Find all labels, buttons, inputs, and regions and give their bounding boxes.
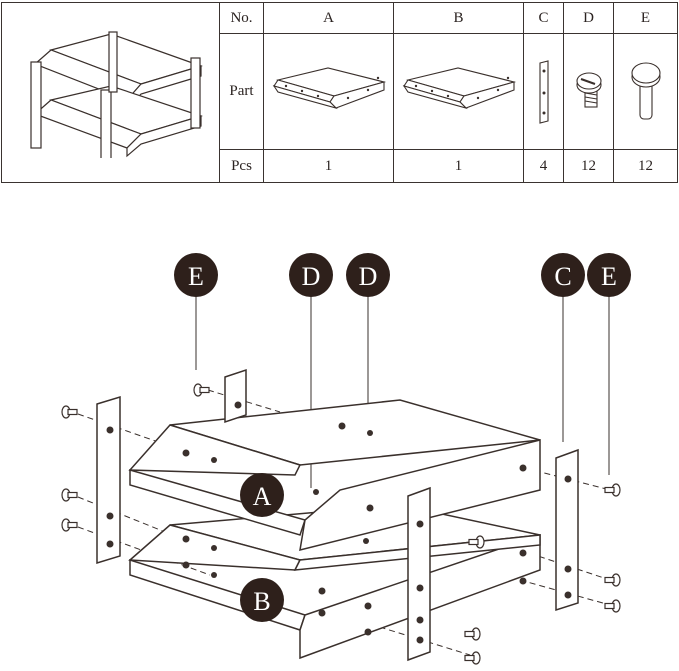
screw-icon: [575, 71, 602, 108]
pcs-e: 12: [613, 149, 678, 183]
side-bracket-icon: [538, 59, 549, 124]
part-c-cell: [523, 33, 564, 150]
tray-a-icon: [272, 66, 386, 109]
header-no-label: No.: [219, 2, 264, 34]
callout-e-left-label: E: [188, 262, 204, 291]
callout-d-right: D: [346, 253, 390, 297]
tray-b-label-badge: B: [240, 578, 284, 622]
callout-e-right: E: [587, 253, 631, 297]
side-brackets: [96, 368, 579, 662]
pcs-b: 1: [393, 149, 524, 183]
loose-fasteners: [61, 383, 621, 665]
part-b-cell: [393, 33, 524, 150]
part-e-cell: [613, 33, 678, 150]
callout-e-left: E: [174, 253, 218, 297]
callout-c: C: [541, 253, 585, 297]
tray-b-label: B: [253, 587, 270, 616]
screw-holes: [106, 401, 572, 644]
pcs-c: 4: [523, 149, 564, 183]
header-col-a: A: [263, 2, 394, 34]
callout-c-label: C: [554, 262, 571, 291]
installed-screws: [211, 430, 373, 578]
callout-d-right-label: D: [359, 262, 378, 291]
header-col-c: C: [523, 2, 564, 34]
callout-d-left-label: D: [302, 262, 321, 291]
part-d-cell: [563, 33, 614, 150]
header-col-b: B: [393, 2, 524, 34]
parts-table: No. A B C D E Part: [1, 2, 678, 183]
pcs-a: 1: [263, 149, 394, 183]
part-a-cell: [263, 33, 394, 150]
assembled-preview-cell: [1, 2, 220, 183]
barrel-nut-icon: [630, 61, 661, 120]
part-row-label: Part: [219, 33, 264, 150]
pcs-d: 12: [563, 149, 614, 183]
callout-e-right-label: E: [601, 262, 617, 291]
tray-b-icon: [402, 66, 516, 109]
tray-a-drawing: [128, 399, 541, 552]
tray-a-label: A: [253, 482, 272, 511]
callout-d-left: D: [289, 253, 333, 297]
pcs-row-label: Pcs: [219, 149, 264, 183]
header-col-e: E: [613, 2, 678, 34]
header-col-d: D: [563, 2, 614, 34]
assembled-organizer-image: [29, 30, 203, 158]
assembly-diagram: E D D C E A B: [61, 253, 631, 665]
tray-a-label-badge: A: [240, 473, 284, 517]
